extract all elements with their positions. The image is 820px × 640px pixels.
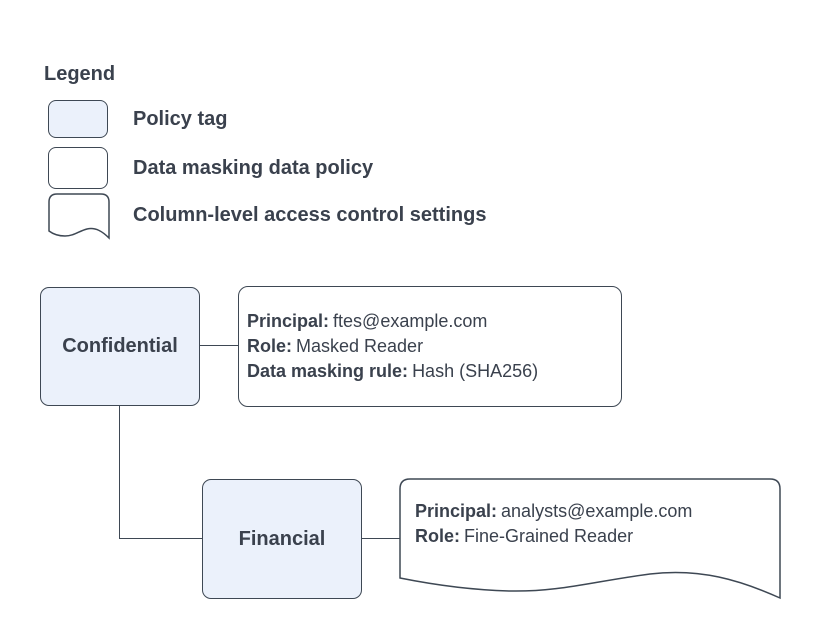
node-confidential: Confidential <box>40 287 200 406</box>
legend-label-policy-tag: Policy tag <box>133 108 228 130</box>
field-label: Role: <box>247 336 292 356</box>
field-label: Principal: <box>247 311 330 331</box>
policy-field-principal: Principal:analysts@example.com <box>415 499 692 524</box>
policy-field-masking-rule: Data masking rule:Hash (SHA256) <box>247 359 621 384</box>
field-value: analysts@example.com <box>501 501 693 521</box>
field-label: Role: <box>415 526 460 546</box>
field-value: Fine-Grained Reader <box>464 526 634 546</box>
column-access-swatch <box>48 193 110 240</box>
policy-field-role: Role:Fine-Grained Reader <box>415 524 692 549</box>
connector-confidential-financial-vertical <box>119 406 120 539</box>
field-value: Masked Reader <box>296 336 424 356</box>
policy-field-principal: Principal:ftes@example.com <box>247 309 621 334</box>
connector-confidential-policy <box>200 345 238 346</box>
legend-title: Legend <box>44 63 116 85</box>
column-access-settings-shape <box>399 478 781 600</box>
policy-tag-swatch <box>48 100 108 138</box>
field-label: Principal: <box>415 501 498 521</box>
field-value: Hash (SHA256) <box>412 361 539 381</box>
legend-label-column-access: Column-level access control settings <box>133 204 487 226</box>
connector-confidential-financial-horizontal <box>119 538 203 539</box>
data-masking-policy-box: Principal:ftes@example.com Role:Masked R… <box>238 286 622 407</box>
node-financial: Financial <box>202 479 362 599</box>
policy-field-role: Role:Masked Reader <box>247 334 621 359</box>
node-confidential-label: Confidential <box>62 335 178 357</box>
legend-label-data-masking-policy: Data masking data policy <box>133 157 374 179</box>
data-masking-policy-swatch <box>48 147 108 189</box>
column-access-settings-text: Principal:analysts@example.com Role:Fine… <box>407 499 692 549</box>
field-label: Data masking rule: <box>247 361 409 381</box>
field-value: ftes@example.com <box>333 311 488 331</box>
node-financial-label: Financial <box>238 527 326 550</box>
connector-financial-settings <box>362 538 401 539</box>
